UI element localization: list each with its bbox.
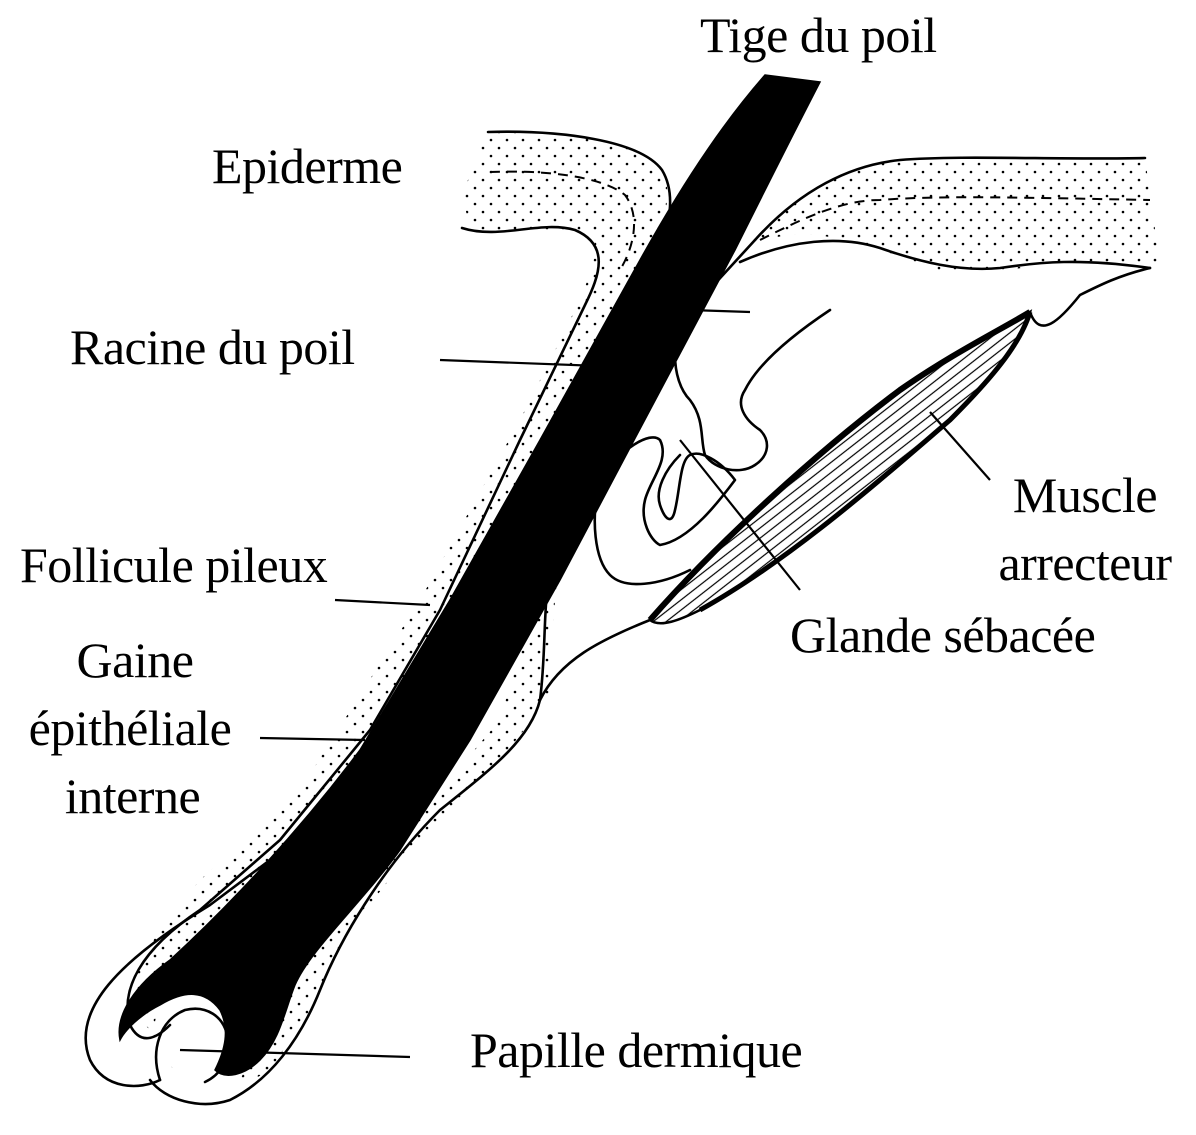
label-gaine-line3: interne: [40, 771, 225, 821]
sebaceous-gland-shape: [675, 310, 830, 470]
leader-follicule: [335, 600, 430, 605]
label-tige: Tige du poil: [700, 10, 937, 60]
label-muscle-line1: Muscle: [985, 470, 1185, 520]
label-gaine-line1: Gaine: [55, 635, 215, 685]
label-racine: Racine du poil: [70, 322, 355, 372]
epidermis-right: [755, 158, 1160, 273]
dermis-line-right: [1030, 268, 1150, 326]
sebaceous-gland-outline: [595, 480, 690, 584]
label-muscle-line2: arrecteur: [975, 538, 1195, 588]
label-papille: Papille dermique: [470, 1025, 802, 1075]
leader-papille: [180, 1050, 410, 1057]
leader-muscle: [930, 412, 990, 480]
label-gaine-line2: épithéliale: [0, 703, 260, 753]
label-follicule: Follicule pileux: [20, 540, 327, 590]
label-glande: Glande sébacée: [790, 610, 1095, 660]
label-epiderme: Epiderme: [212, 141, 402, 191]
muscle-insertion: [540, 620, 650, 700]
arrector-pili-muscle: [650, 312, 1030, 623]
